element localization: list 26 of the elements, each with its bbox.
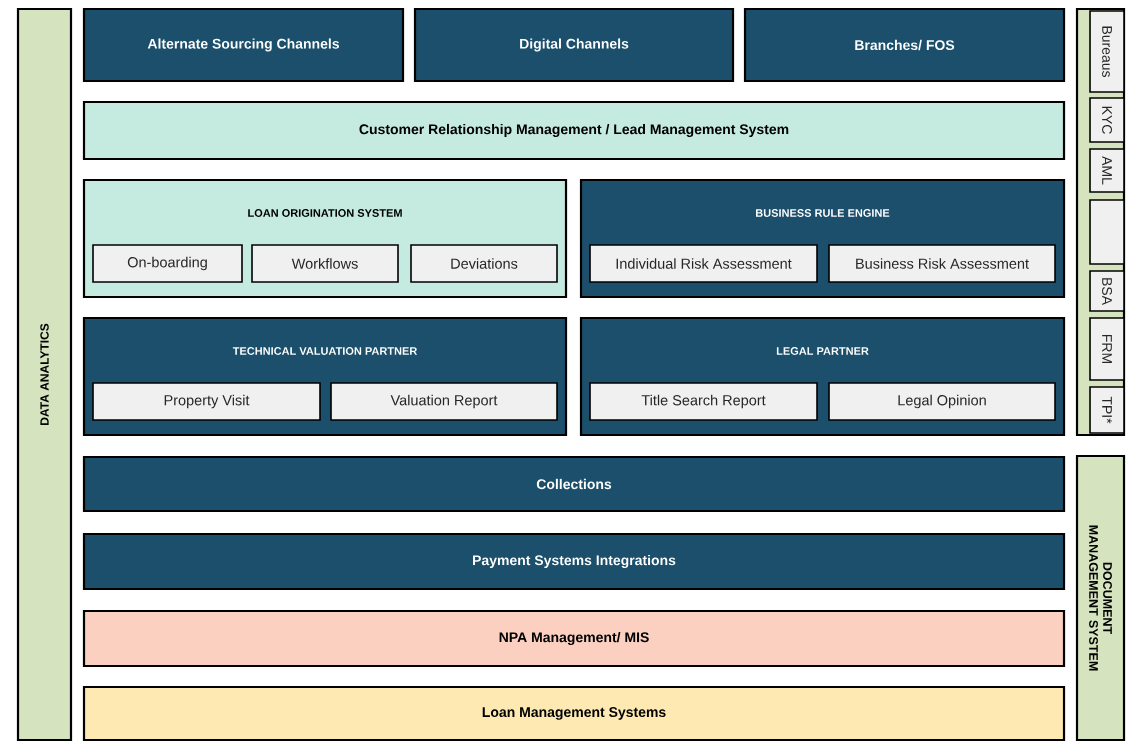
component-box: On-boarding [92,244,243,283]
component-box: Workflows [251,244,399,283]
layer-box: Customer Relationship Management / Lead Management System [82,100,1066,161]
component-box: Valuation Report [330,382,558,421]
component-box: Title Search Report [589,382,818,421]
layer-box: Loan Management Systems [82,685,1066,742]
service-box: KYC [1089,97,1125,143]
layer-box: NPA Management/ MIS [82,609,1066,668]
side-bar: DOCUMENT MANAGEMENT SYSTEM [1075,454,1126,742]
layer-box: Digital Channels [413,7,735,83]
layer-box: Alternate Sourcing Channels [82,7,405,83]
component-box: Legal Opinion [828,382,1056,421]
component-box: Property Visit [92,382,321,421]
service-box [1089,199,1125,265]
layer-box: Payment Systems Integrations [82,532,1066,591]
component-box: Business Risk Assessment [828,244,1056,283]
component-box: Individual Risk Assessment [589,244,818,283]
layer-box: Collections [82,455,1066,513]
service-box: FRM [1089,317,1125,381]
component-box: Deviations [410,244,558,283]
side-bar: DATA ANALYTICS [16,7,73,742]
service-box: BSA [1089,270,1125,312]
service-box: TPI* [1089,386,1125,434]
service-box: AML [1089,148,1125,193]
layer-box: Branches/ FOS [743,7,1066,83]
service-box: Bureaus [1089,10,1125,93]
